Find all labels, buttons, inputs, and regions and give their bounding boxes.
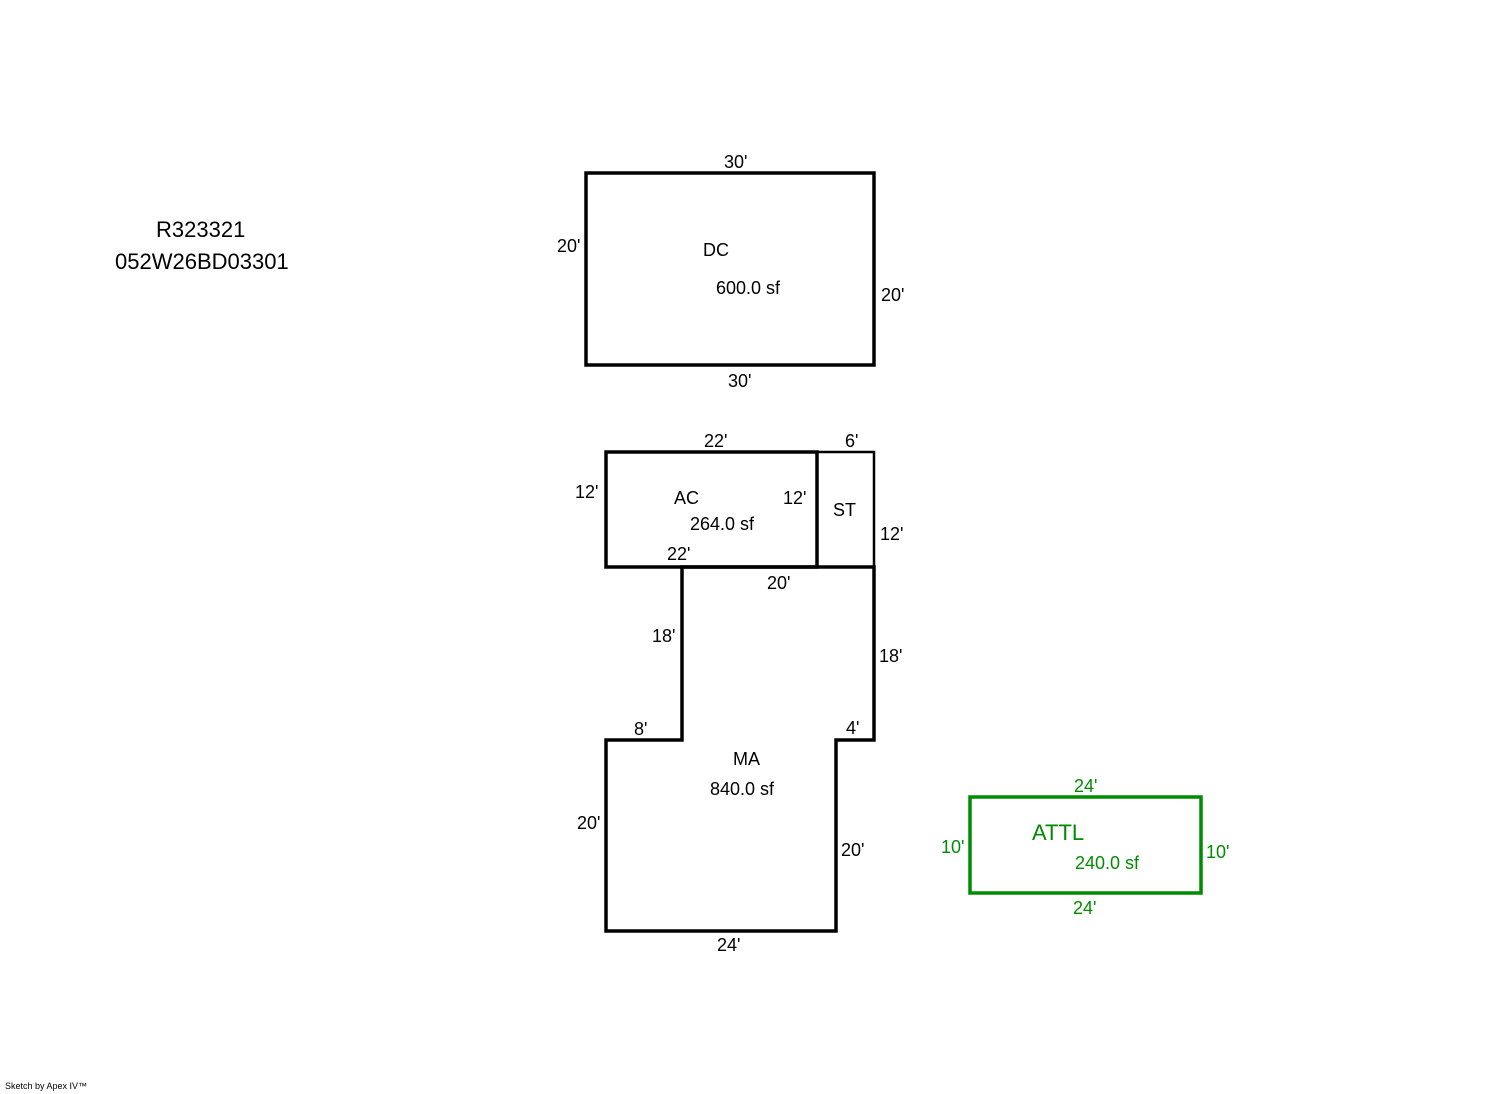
dc-outline xyxy=(584,171,876,367)
ma-dim-top: 20' xyxy=(767,573,790,593)
ma-outline xyxy=(604,565,876,933)
attl-area: 240.0 sf xyxy=(1075,853,1140,873)
ma-dim-bottom: 24' xyxy=(717,935,740,955)
ac-area: 264.0 sf xyxy=(690,514,755,534)
attl-dim-top: 24' xyxy=(1074,776,1097,796)
ac-dim-left: 12' xyxy=(575,482,598,502)
account-number: R323321 xyxy=(156,217,245,242)
ma-dim-left-lower: 20' xyxy=(577,813,600,833)
dc-dim-right: 20' xyxy=(881,285,904,305)
attl-outline xyxy=(968,795,1203,895)
dc-area: 600.0 sf xyxy=(716,278,781,298)
ac-code: AC xyxy=(674,488,699,508)
ac-dim-right: 12' xyxy=(783,488,806,508)
sketch-credit: Sketch by Apex IV™ xyxy=(5,1081,88,1091)
ma-dim-step-right: 4' xyxy=(846,718,859,738)
st-dim-top: 6' xyxy=(845,431,858,451)
ac-outline xyxy=(604,450,819,569)
ma-dim-step-left: 8' xyxy=(634,719,647,739)
dc-dim-top: 30' xyxy=(724,152,747,172)
dc-code: DC xyxy=(703,240,729,260)
ma-dim-right-upper: 18' xyxy=(879,646,902,666)
dc-dim-bottom: 30' xyxy=(728,371,751,391)
ac-dim-top: 22' xyxy=(704,431,727,451)
ac-dim-bottom: 22' xyxy=(667,544,690,564)
parcel-number: 052W26BD03301 xyxy=(115,249,289,274)
attl-dim-right: 10' xyxy=(1206,842,1229,862)
ma-code: MA xyxy=(733,749,760,769)
ma-area: 840.0 sf xyxy=(710,779,775,799)
attl-dim-bottom: 24' xyxy=(1073,898,1096,918)
ma-dim-right-lower: 20' xyxy=(841,840,864,860)
attl-dim-left: 10' xyxy=(941,837,964,857)
st-dim-right: 12' xyxy=(880,524,903,544)
dc-dim-left: 20' xyxy=(557,236,580,256)
ma-dim-left-upper: 18' xyxy=(652,626,675,646)
attl-code: ATTL xyxy=(1032,820,1084,845)
st-code: ST xyxy=(833,500,856,520)
